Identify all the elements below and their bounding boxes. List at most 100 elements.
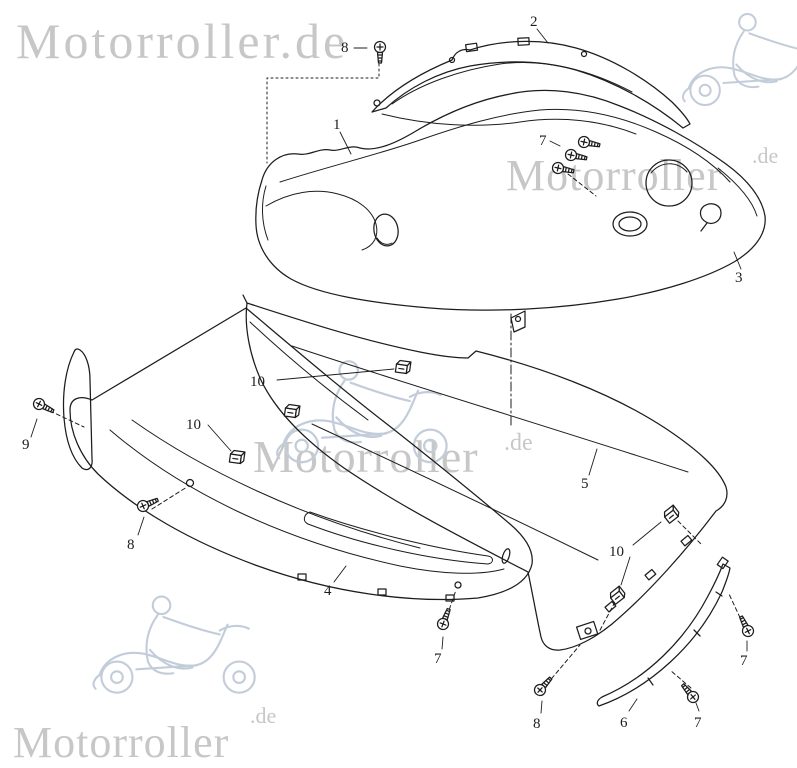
callout-8-mid: 8: [127, 537, 135, 553]
part-6-outline: [596, 563, 731, 707]
screws: [30, 40, 756, 706]
screw-icon: [30, 395, 57, 417]
assembly-dashed-line: [49, 410, 85, 428]
callout-4: 4: [324, 583, 332, 599]
part-5-tab: [680, 534, 693, 547]
leader-line: [536, 28, 549, 44]
assembly-dashed-line: [151, 486, 188, 510]
assembly-dashed-line: [567, 173, 597, 197]
leader-line: [276, 368, 395, 381]
watermark-top-right: Motorroller: [506, 151, 722, 200]
part-2-outline: [371, 40, 691, 129]
clips: [228, 359, 682, 605]
screw-icon: [435, 606, 455, 632]
assembly-dashed-line: [598, 601, 616, 633]
callout-2: 2: [530, 14, 538, 30]
screw-icon: [576, 134, 602, 152]
watermark-center-suffix: .de: [504, 430, 533, 456]
leader-line: [632, 521, 662, 546]
watermark-top-left: Motorroller.de: [16, 13, 348, 69]
part-3-round-opening-arc: [650, 163, 688, 174]
callout-10-a: 10: [250, 374, 265, 390]
callout-8-top: 8: [341, 40, 349, 56]
part-3-oval: [612, 211, 648, 237]
leader-line: [441, 636, 444, 650]
part-5-bracket-hole: [584, 627, 592, 635]
screw-icon: [373, 40, 387, 64]
callout-7-cluster: 7: [539, 133, 547, 149]
leader-line: [540, 700, 543, 714]
part-2-tab: [465, 42, 479, 53]
part-2-hole: [448, 56, 456, 64]
leader-line: [339, 131, 352, 155]
leader-lines: [30, 28, 748, 714]
part-6-tick: [647, 677, 654, 686]
callout-7-bottom-mid: 7: [434, 651, 442, 667]
part-4-sweep-line: [109, 429, 505, 574]
front-cover-inner-top: [279, 108, 731, 183]
part-1-wave-line: [265, 190, 378, 251]
assembly-dashed-lines: [49, 173, 744, 689]
scooter-sketch-bottom-left: [92, 595, 256, 694]
callout-1: 1: [333, 117, 341, 133]
callout-10-c: 10: [609, 544, 624, 560]
leader-line: [620, 556, 631, 586]
assembly-dashed-line: [728, 593, 744, 625]
assembly-dashed-line: [446, 589, 457, 617]
part-2-hole: [580, 50, 588, 58]
front-cover-outline: [255, 89, 766, 311]
part-1-oval-shadow: [376, 237, 393, 245]
part-4-sweep-line-2: [131, 419, 421, 549]
part-2-lower-line: [381, 113, 637, 135]
watermark-layer: Motorroller.de Motorroller .de Motorroll…: [13, 12, 797, 767]
callout-7-right: 7: [740, 653, 748, 669]
part-5-outline: [245, 302, 728, 651]
line-art-layer: [30, 28, 766, 714]
part-5-tab: [644, 568, 657, 581]
screw-icon: [677, 680, 702, 706]
leader-line: [733, 251, 742, 270]
callout-5: 5: [581, 476, 589, 492]
screw-icon: [735, 613, 756, 639]
callout-numbers: 8 2 1 7 3 10 10 9 8 5 10 4 7 7 8 6 7: [22, 14, 748, 732]
part-3-hook-detail: [699, 203, 722, 225]
part-6-tick: [693, 629, 701, 637]
part-6-tick: [715, 591, 723, 597]
leader-line: [695, 702, 700, 712]
clip-icon: [283, 403, 301, 419]
watermark-bottom-left: Motorroller: [13, 718, 229, 767]
part-6-end-cap: [716, 556, 729, 570]
watermark-top-right-suffix: .de: [752, 143, 778, 168]
callout-3: 3: [735, 270, 743, 286]
callout-8-bottom: 8: [533, 716, 541, 732]
callout-10-b: 10: [186, 417, 201, 433]
part-4-slot-hole: [501, 548, 511, 564]
leader-line: [549, 140, 561, 147]
part-2-tab: [517, 37, 530, 46]
part-4-front-fin: [62, 348, 93, 471]
part-1-3-front-cover: [255, 89, 766, 311]
part-4-top-parallel: [249, 321, 369, 421]
part-3-round-opening: [645, 159, 693, 207]
part-3-facet-line: [717, 167, 758, 217]
assembly-dashed-line: [677, 520, 703, 546]
clip-icon: [228, 449, 246, 465]
part-5-tip-tick: [242, 294, 248, 304]
part-4-side-panel: [62, 307, 533, 602]
leader-line: [588, 448, 598, 476]
dotted-reference-line: [266, 63, 380, 164]
part-3-hook-tail: [700, 222, 708, 232]
hinge-bracket-hole: [514, 315, 522, 323]
part-1-left-edge: [262, 185, 269, 241]
callout-7-bottom-right: 7: [694, 715, 702, 731]
part-2-inner-line: [391, 61, 633, 105]
part-4-molding-slot: [303, 511, 493, 565]
part-4-tab: [297, 573, 307, 581]
part-5-bottom-bracket: [575, 620, 599, 641]
leader-line: [333, 565, 347, 583]
part-2-top-cover: [371, 37, 691, 135]
callout-9: 9: [22, 437, 30, 453]
hinge-bracket: [510, 310, 526, 333]
